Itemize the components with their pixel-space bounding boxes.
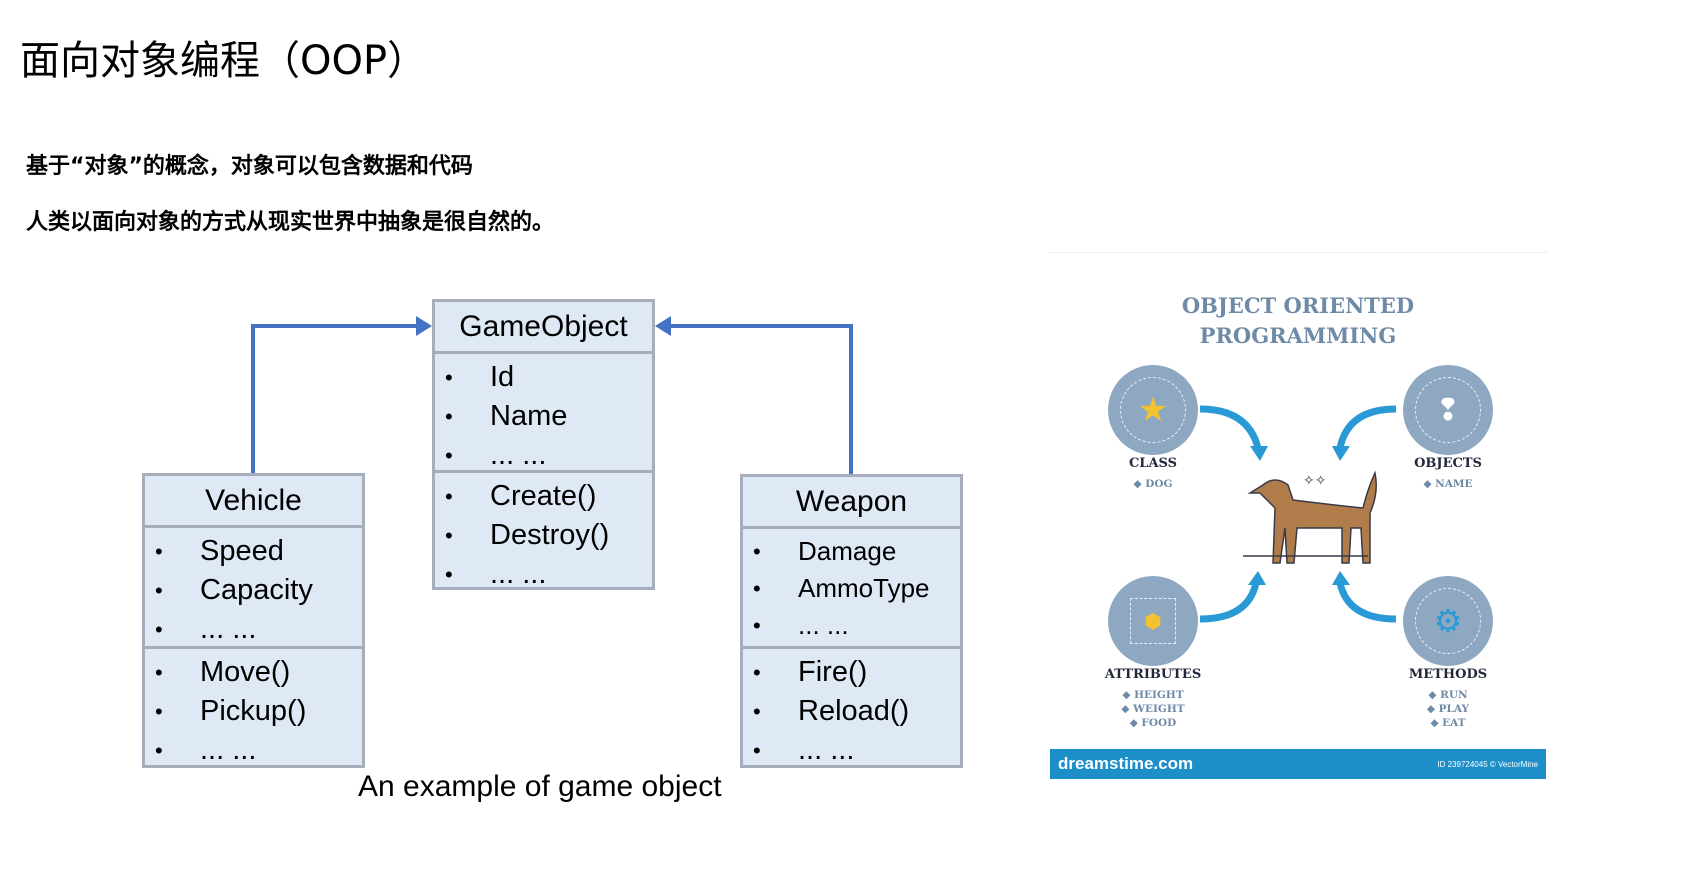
- bullet: •: [753, 699, 761, 724]
- bullet: •: [753, 738, 761, 763]
- class-label: CLASS: [1128, 456, 1178, 471]
- class-box-weapon: Weapon • Damage • AmmoType • ... ... • Fire(…: [740, 474, 963, 768]
- class-name: Vehicle: [145, 476, 362, 528]
- bullet: •: [155, 578, 163, 603]
- weapon-arrow: [670, 324, 853, 474]
- attribute: Name: [490, 400, 568, 432]
- attribute: Capacity: [200, 574, 313, 606]
- dog-and-arrows: ✧✧: [1199, 405, 1397, 623]
- arrow-methods: [1336, 582, 1397, 623]
- text-line-1: 基于“对象”的概念，对象可以包含数据和代码: [26, 154, 473, 179]
- objects-circle: ❢: [1403, 365, 1493, 455]
- attributes-item: ◆ WEIGHT: [1121, 703, 1185, 715]
- methods-section: • Create() • Destroy() • ... ...: [435, 470, 652, 590]
- method: ... ...: [798, 734, 855, 766]
- attribute: Id: [490, 361, 515, 393]
- brand-text: dreamstime.com: [1058, 754, 1194, 773]
- attribute: Damage: [798, 536, 897, 566]
- attributes-label: ATTRIBUTES: [1104, 667, 1202, 682]
- vehicle-arrow: [251, 324, 418, 473]
- method: Pickup(): [200, 695, 307, 727]
- attributes-circle: ⬢: [1108, 576, 1198, 666]
- method: ... ...: [200, 734, 257, 766]
- attribute: Speed: [200, 535, 284, 567]
- cube-icon: ⬢: [1144, 610, 1162, 633]
- attribute: ... ...: [490, 439, 547, 471]
- attribute: ... ...: [200, 613, 257, 645]
- methods-label: METHODS: [1408, 667, 1488, 682]
- bullet: •: [753, 660, 761, 685]
- slide-title: 面向对象编程（OOP）: [20, 38, 428, 84]
- objects-item: ◆ NAME: [1423, 478, 1473, 490]
- methods-section: • Fire() • Reload() • ... ...: [743, 646, 960, 766]
- class-name: GameObject: [435, 302, 652, 354]
- attributes-item: ◆ HEIGHT: [1122, 689, 1184, 701]
- arrow-head-right: [655, 316, 671, 336]
- bullet: •: [753, 576, 761, 601]
- inheritance-arrows: [251, 316, 853, 474]
- arrow-head-left: [416, 316, 432, 336]
- bullet: •: [155, 539, 163, 564]
- bullet: •: [753, 539, 761, 564]
- bullet: •: [155, 617, 163, 642]
- arrow-attributes: [1199, 582, 1260, 623]
- method: Create(): [490, 480, 597, 512]
- attribute: ... ...: [798, 610, 849, 640]
- class-box-vehicle: Vehicle • Speed • Capacity • ... ... • Move(…: [142, 473, 365, 768]
- bullet: •: [445, 404, 453, 429]
- bullet: •: [445, 562, 453, 587]
- bullet: •: [445, 443, 453, 468]
- bullet: •: [155, 660, 163, 685]
- method: Move(): [200, 656, 291, 688]
- bullet: •: [155, 738, 163, 763]
- bullet: •: [155, 699, 163, 724]
- attribute: AmmoType: [798, 573, 930, 603]
- bullet: •: [445, 523, 453, 548]
- attributes-item: ◆ FOOD: [1129, 717, 1177, 729]
- dog-illustration: [1247, 470, 1377, 564]
- method: ... ...: [490, 558, 547, 590]
- methods-item: ◆ RUN: [1428, 689, 1468, 701]
- methods-item: ◆ PLAY: [1426, 703, 1470, 715]
- attributes-section: • Speed • Capacity • ... ...: [145, 528, 362, 646]
- bullet: •: [445, 365, 453, 390]
- attributes-section: • Damage • AmmoType • ... ...: [743, 529, 960, 646]
- class-circle: ★: [1108, 365, 1198, 455]
- arrow-objects: [1336, 405, 1397, 449]
- illustration-title-1: OBJECT ORIENTED: [1181, 293, 1415, 318]
- bullet: •: [753, 613, 761, 638]
- arrow-class: [1199, 405, 1262, 449]
- methods-section: • Move() • Pickup() • ... ...: [145, 646, 362, 766]
- method: Reload(): [798, 695, 910, 727]
- bullet: •: [445, 484, 453, 509]
- attributes-section: • Id • Name • ... ...: [435, 354, 652, 471]
- methods-circle: ⚙: [1403, 576, 1493, 666]
- methods-item: ◆ EAT: [1430, 717, 1466, 729]
- oop-illustration: OBJECT ORIENTED PROGRAMMING ★ ❢ ⬢ ⚙ CLAS…: [1048, 252, 1548, 780]
- class-box-gameobject: GameObject • Id • Name • ... ... • Create() …: [432, 299, 655, 590]
- method: Destroy(): [490, 519, 610, 551]
- image-id-text: ID 239724045 © VectorMine: [1437, 759, 1538, 769]
- sparkle-icon: ✧✧: [1303, 472, 1327, 488]
- illustration-title-2: PROGRAMMING: [1199, 323, 1397, 348]
- objects-label: OBJECTS: [1414, 456, 1482, 471]
- dreamstime-bar: dreamstime.com ID 239724045 © VectorMine: [1050, 749, 1546, 779]
- text-line-2: 人类以面向对象的方式从现实世界中抽象是很自然的。: [26, 210, 555, 235]
- method: Fire(): [798, 656, 868, 688]
- class-item: ◆ DOG: [1133, 478, 1173, 490]
- diagram-caption: An example of game object: [358, 770, 722, 803]
- class-name: Weapon: [743, 477, 960, 529]
